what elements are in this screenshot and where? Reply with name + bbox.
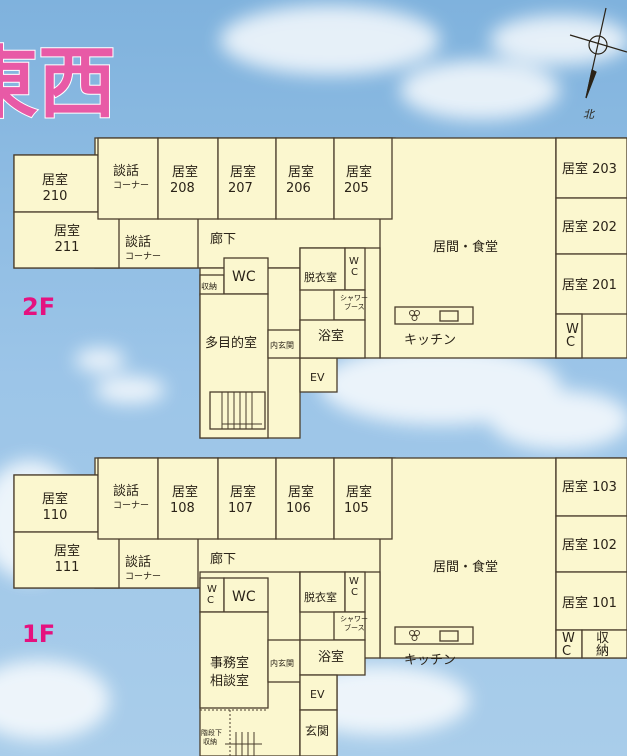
inner-entrance-2f: 内玄関 <box>270 340 294 350</box>
stairs-1f-icon <box>200 709 266 756</box>
burner-icon <box>409 310 420 321</box>
storage-small-2f: 収納 <box>201 281 217 291</box>
wc-1f: WC <box>232 589 256 605</box>
north-label: 北 <box>583 108 596 121</box>
changing-room-1f: 脱衣室 <box>304 590 337 604</box>
kitchen-2f: キッチン <box>404 333 456 348</box>
room-102: 居室 102 <box>562 537 617 553</box>
multi-purpose-room: 多目的室 <box>205 335 257 351</box>
burner-icon-1f <box>409 630 420 641</box>
room-103: 居室 103 <box>562 479 617 495</box>
storage-right-1f: 収納 <box>596 631 609 659</box>
corridor-1f: 廊下 <box>210 551 236 567</box>
floor-1f-plan <box>13 457 627 756</box>
kitchen-1f: キッチン <box>404 653 456 668</box>
bath-2f: 浴室 <box>318 328 344 344</box>
room-101: 居室 101 <box>562 595 617 611</box>
lounge-2f-bottom: 談話コーナー <box>125 234 161 262</box>
lounge-2f-top: 談話コーナー <box>113 163 149 191</box>
room-202: 居室 202 <box>562 219 617 235</box>
under-stairs-storage: 階段下収納 <box>201 728 222 746</box>
floor-label-1f: 1F <box>22 620 55 648</box>
living-dining-1f: 居間・食堂 <box>433 559 498 575</box>
lounge-1f-top: 談話コーナー <box>113 483 149 511</box>
bath-1f: 浴室 <box>318 649 344 665</box>
lounge-1f-bottom: 談話コーナー <box>125 554 161 582</box>
wc-2f: WC <box>232 269 256 285</box>
living-dining-2f: 居間・食堂 <box>433 239 498 255</box>
entrance-1f: 玄関 <box>305 723 329 738</box>
north-compass-icon <box>569 7 627 99</box>
office-consultation-room: 事務室相談室 <box>210 655 249 689</box>
stairs-2f-icon <box>221 392 262 429</box>
room-201: 居室 201 <box>562 277 617 293</box>
title-fragment: 東西 <box>0 39 116 129</box>
floor-label-2f: 2F <box>22 293 55 321</box>
shower-booth-1f: シャワーブース <box>340 615 368 632</box>
elevator-1f: EV <box>310 688 325 701</box>
changing-room-2f: 脱衣室 <box>304 270 337 284</box>
shower-booth-2f: シャワーブース <box>340 294 368 311</box>
inner-entrance-1f: 内玄関 <box>270 658 294 668</box>
floor-2f-plan <box>13 137 627 439</box>
room-203: 居室 203 <box>562 161 617 177</box>
elevator-2f: EV <box>310 371 325 384</box>
corridor-2f: 廊下 <box>210 231 236 247</box>
